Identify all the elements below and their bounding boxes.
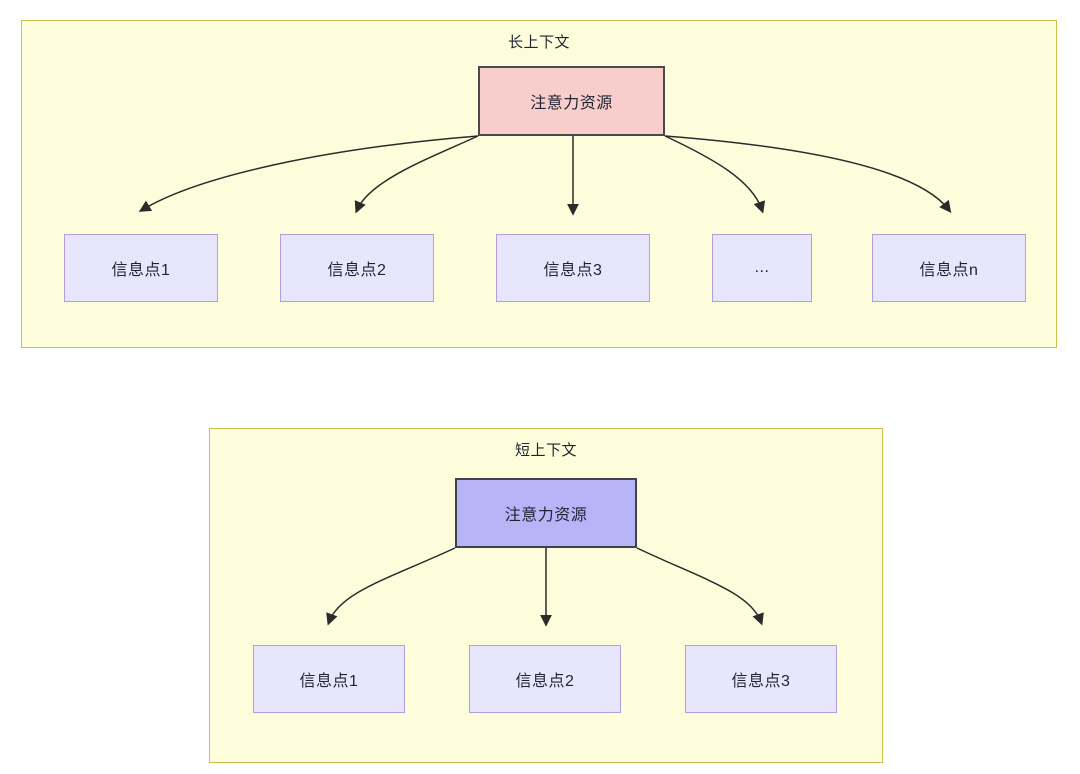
node-long-info-2[interactable]: 信息点2 <box>280 234 434 302</box>
node-label: 信息点n <box>919 262 979 279</box>
node-long-info-1[interactable]: 信息点1 <box>64 234 218 302</box>
node-label: 信息点1 <box>111 262 171 279</box>
node-label: 注意力资源 <box>504 507 588 524</box>
node-short-info-3[interactable]: 信息点3 <box>685 645 837 713</box>
node-long-info-n[interactable]: 信息点n <box>872 234 1026 302</box>
node-label: 信息点3 <box>731 673 791 690</box>
node-label: 信息点2 <box>327 262 387 279</box>
node-label: 信息点3 <box>543 262 603 279</box>
node-label: 注意力资源 <box>530 95 613 112</box>
group-long-context-title: 长上下文 <box>507 34 570 51</box>
node-label: 信息点1 <box>299 673 359 690</box>
node-short-info-2[interactable]: 信息点2 <box>469 645 621 713</box>
group-short-context-title: 短上下文 <box>514 442 577 459</box>
node-long-info-3[interactable]: 信息点3 <box>496 234 650 302</box>
node-label: 信息点2 <box>515 673 575 690</box>
node-label: ... <box>754 259 770 276</box>
node-long-info-ellipsis[interactable]: ... <box>712 234 812 302</box>
node-attention-resource-long[interactable]: 注意力资源 <box>478 66 665 136</box>
node-attention-resource-short[interactable]: 注意力资源 <box>455 478 637 548</box>
node-short-info-1[interactable]: 信息点1 <box>253 645 405 713</box>
